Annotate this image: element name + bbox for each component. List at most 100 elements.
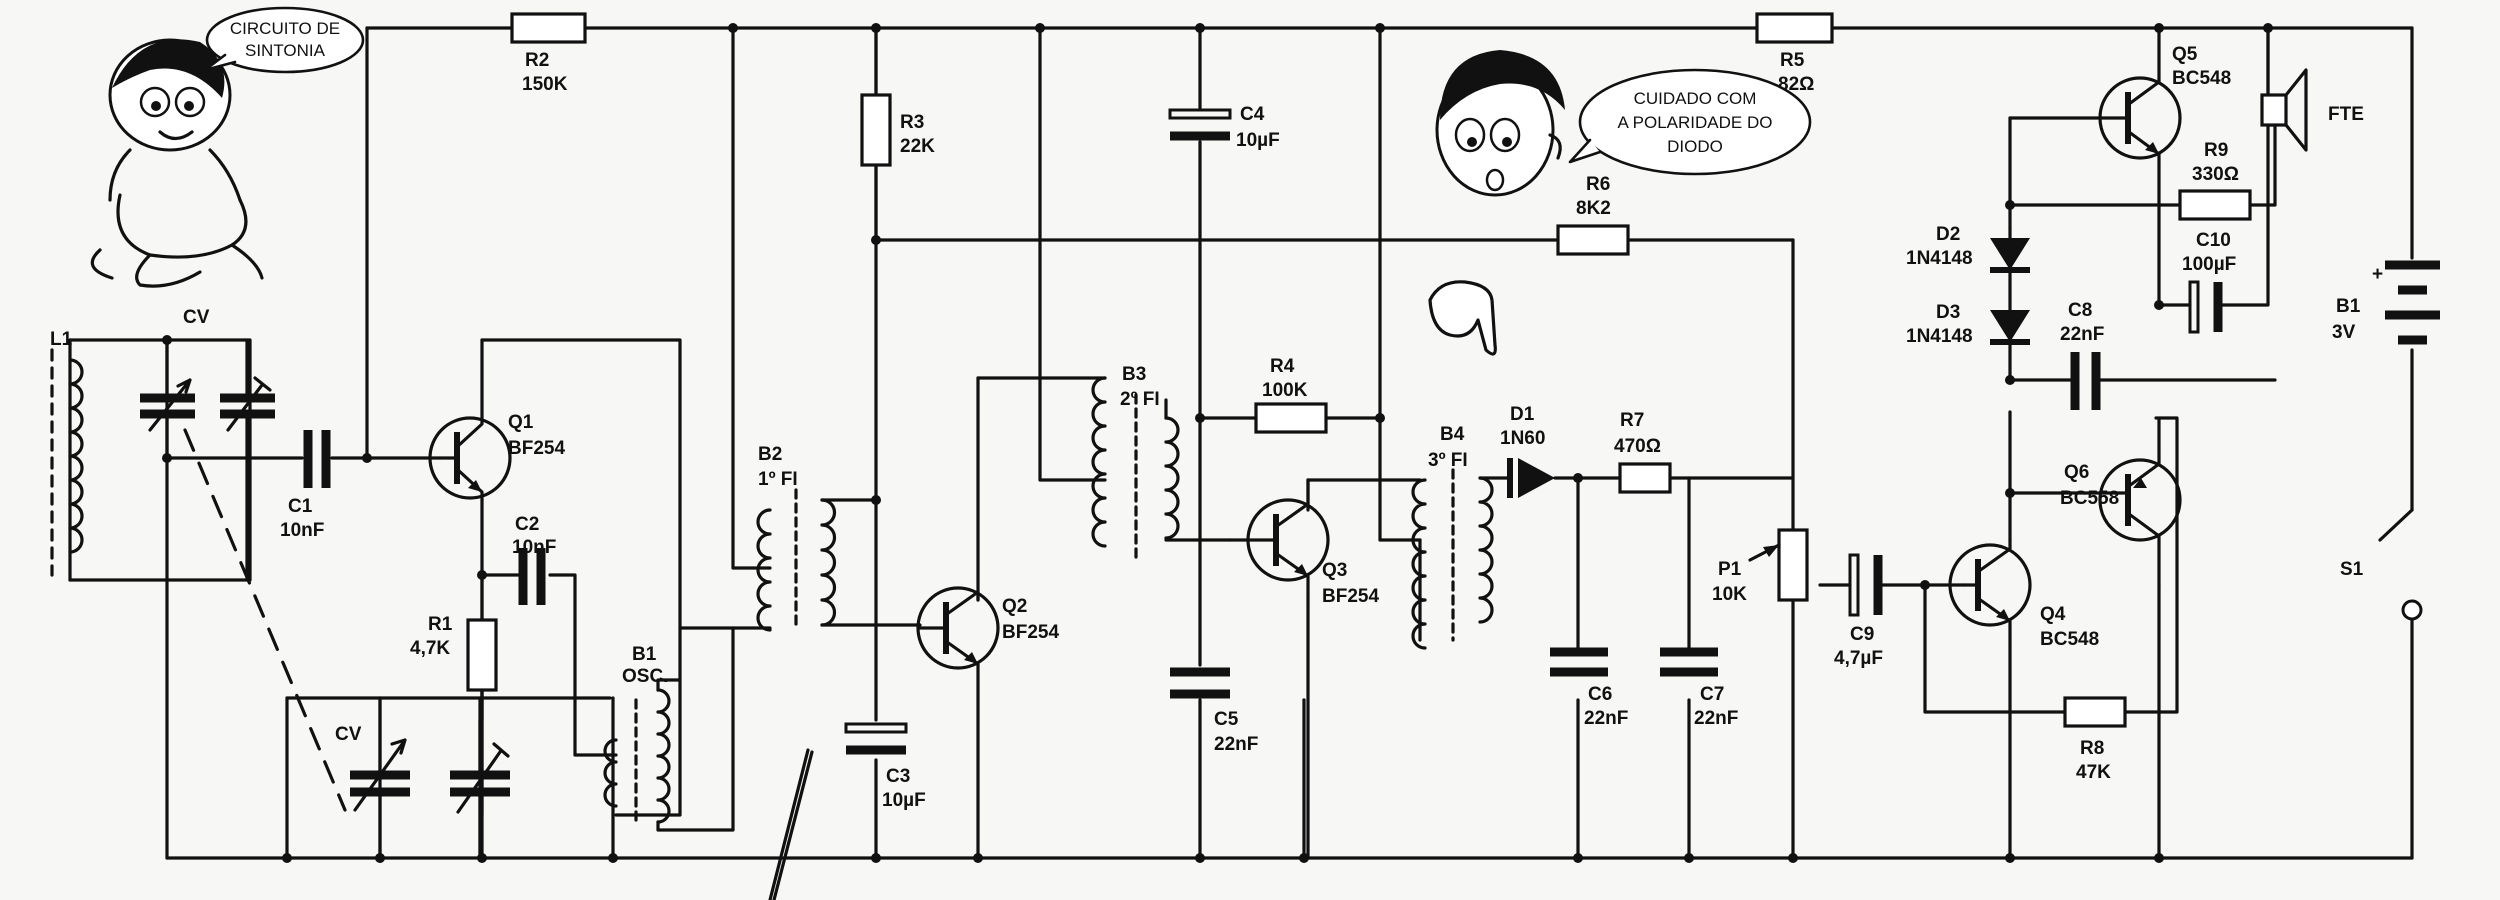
r4-ref: R4	[1270, 356, 1295, 377]
c3-ref: C3	[886, 766, 910, 787]
capacitor-c10: C10 100µF	[2182, 230, 2236, 334]
r3-ref: R3	[900, 112, 924, 133]
b3-ref: B3	[1122, 364, 1146, 385]
r7-value: 470Ω	[1614, 436, 1661, 457]
b3-value: 2º FI	[1120, 389, 1160, 410]
capacitor-c1: C1 10nF	[280, 430, 331, 541]
cartoon-man	[1435, 50, 1565, 197]
potentiometer-p1: P1 10K	[1712, 528, 1809, 605]
c7-value: 22nF	[1694, 708, 1738, 729]
transformer-b1: B1 OSC.	[603, 626, 735, 832]
d2-ref: D2	[1936, 224, 1960, 245]
b4-value: 3º FI	[1428, 450, 1468, 471]
p1-value: 10K	[1712, 584, 1747, 605]
c9-ref: C9	[1850, 624, 1874, 645]
r6-ref: R6	[1586, 174, 1610, 195]
d1-ref: D1	[1510, 404, 1535, 425]
q6-ref: Q6	[2064, 462, 2089, 483]
c10-ref: C10	[2196, 230, 2231, 251]
transistor-q6: Q6 BC558	[2060, 454, 2182, 587]
q1-value: BF254	[508, 438, 565, 459]
c3-value: 10µF	[882, 790, 926, 811]
d3-value: 1N4148	[1906, 326, 1973, 347]
diode-d2: D2 1N4148	[1906, 224, 2030, 273]
bubble-tuning: CIRCUITO DE SINTONIA	[203, 6, 365, 74]
capacitor-c9: C9 4,7µF	[1834, 553, 1883, 669]
r1-ref: R1	[428, 614, 453, 635]
battery-b1: + B1 3V	[2332, 260, 2440, 345]
p1-ref: P1	[1718, 559, 1742, 580]
d3-ref: D3	[1936, 302, 1960, 323]
resistor-r9: R9 330Ω	[2178, 140, 2252, 221]
q2-ref: Q2	[1002, 596, 1027, 617]
pointing-hand	[1428, 280, 1497, 356]
transistor-q2: Q2 BF254	[916, 586, 1059, 670]
resistor-r2: R2 150K	[510, 12, 587, 95]
transformer-b2: B2 1º FI	[756, 444, 837, 900]
r8-ref: R8	[2080, 738, 2104, 759]
c9-value: 4,7µF	[1834, 648, 1883, 669]
q4-value: BC548	[2040, 629, 2099, 650]
c6-ref: C6	[1588, 684, 1612, 705]
transistor-q5: Q5 BC548	[2098, 44, 2231, 162]
s1-ref: S1	[2340, 559, 2364, 580]
c8-ref: C8	[2068, 300, 2092, 321]
battery-plus: +	[2372, 264, 2383, 285]
c1-value: 10nF	[280, 520, 324, 541]
fte-ref: FTE	[2328, 104, 2364, 125]
bubble-tuning-line2: SINTONIA	[245, 41, 326, 60]
d1-value: 1N60	[1500, 428, 1545, 449]
b2-value: 1º FI	[758, 469, 798, 490]
r5-ref: R5	[1780, 50, 1805, 71]
c6-value: 22nF	[1584, 708, 1628, 729]
q5-ref: Q5	[2172, 44, 2198, 65]
capacitor-cv-osc: CV	[335, 696, 510, 860]
resistor-r8: R8 47K	[2063, 696, 2127, 783]
r2-ref: R2	[525, 50, 549, 71]
capacitor-c2: C2 10nF	[512, 514, 556, 605]
cv-bottom-ref: CV	[335, 724, 362, 745]
diode-d1: D1 1N60	[1500, 404, 1555, 498]
b2-ref: B2	[758, 444, 782, 465]
l1-ref: L1	[50, 329, 73, 350]
q1-ref: Q1	[508, 412, 534, 433]
c2-ref: C2	[515, 514, 539, 535]
bubble-warning-line3: DIODO	[1667, 137, 1723, 156]
c2-value: 10nF	[512, 537, 556, 558]
capacitor-c4: C4 10µF	[1168, 104, 1280, 151]
capacitor-cv-tuning: CV	[140, 307, 275, 582]
transistor-q4: Q4 BC548	[1948, 538, 2099, 650]
c5-value: 22nF	[1214, 734, 1258, 755]
q3-value: BF254	[1322, 586, 1379, 607]
bubble-tuning-line1: CIRCUITO DE	[230, 19, 340, 38]
switch-s1: S1	[2340, 508, 2423, 621]
transformer-b3: B3 2º FI	[1091, 364, 1180, 562]
q4-ref: Q4	[2040, 604, 2066, 625]
c8-value: 22nF	[2060, 324, 2104, 345]
transformer-b4: B4 3º FI	[1411, 424, 1494, 650]
q6-value: BC558	[2060, 488, 2119, 509]
r9-ref: R9	[2204, 140, 2228, 161]
c4-value: 10µF	[1236, 130, 1280, 151]
bubble-warning-line1: CUIDADO COM	[1634, 89, 1757, 108]
resistor-r1: R1 4,7K	[410, 614, 498, 692]
battery-value: 3V	[2332, 322, 2356, 343]
q5-value: BC548	[2172, 68, 2231, 89]
r6-value: 8K2	[1576, 198, 1611, 219]
battery-ref: B1	[2336, 296, 2361, 317]
bubble-diode-warning: CUIDADO COM A POLARIDADE DO DIODO	[1568, 68, 1812, 176]
r8-value: 47K	[2076, 762, 2111, 783]
b4-ref: B4	[1440, 424, 1465, 445]
capacitor-c8: C8 22nF	[2060, 300, 2104, 410]
r9-value: 330Ω	[2192, 164, 2239, 185]
resistor-r3: R3 22K	[860, 93, 935, 167]
capacitor-c5: C5 22nF	[1170, 667, 1258, 755]
speaker-fte: FTE	[2260, 68, 2364, 152]
q2-value: BF254	[1002, 622, 1059, 643]
r3-value: 22K	[900, 136, 935, 157]
resistor-r5: R5 82Ω	[1755, 12, 1834, 95]
cv-top-ref: CV	[183, 307, 210, 328]
cartoon-child	[90, 38, 264, 288]
